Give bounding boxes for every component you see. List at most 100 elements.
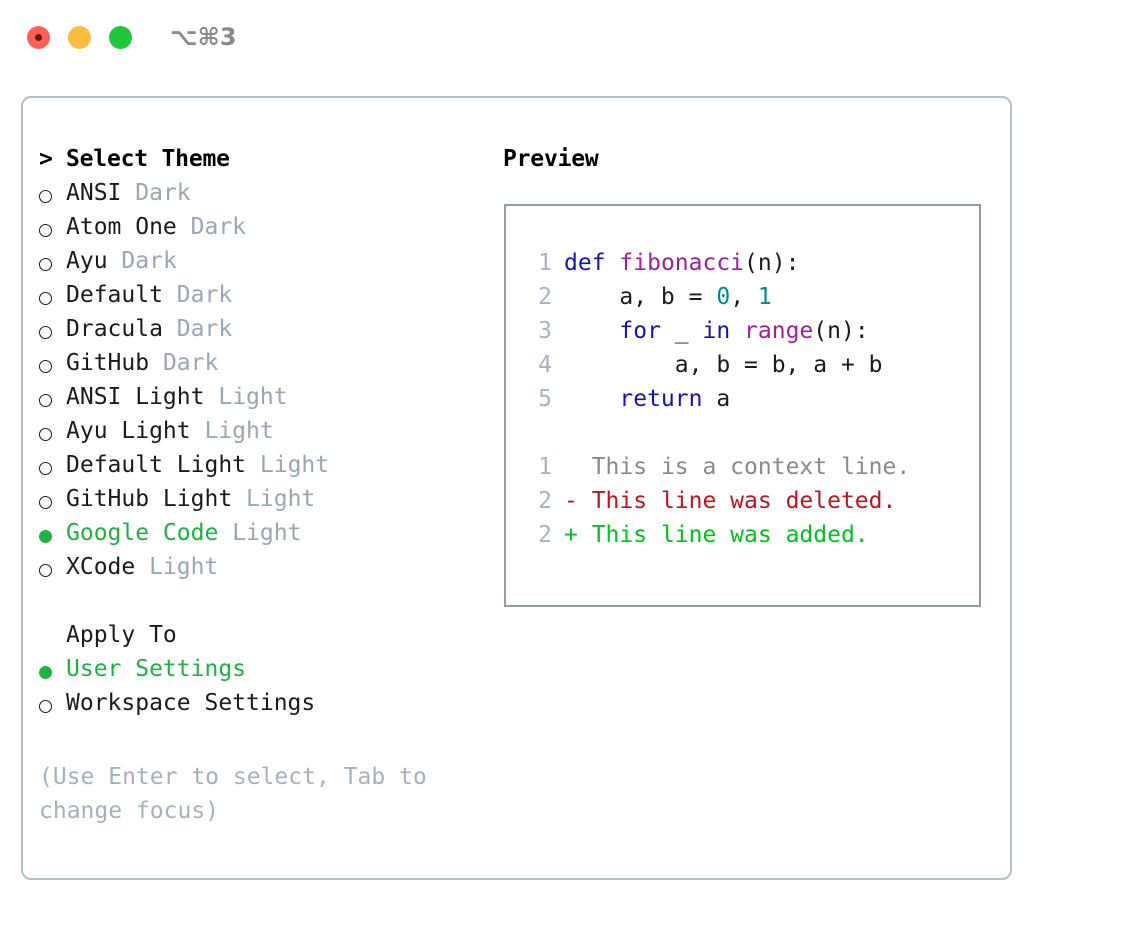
diff-sign: - <box>564 488 578 514</box>
theme-label-spacer <box>108 248 122 274</box>
diff-line-number: 2 <box>538 522 552 548</box>
code-line-number: 5 <box>538 386 552 412</box>
theme-label-spacer <box>191 418 205 444</box>
code-token-plain: a <box>702 386 731 412</box>
close-button[interactable] <box>27 26 50 49</box>
theme-label-spacer <box>121 180 135 206</box>
code-token-kw: in <box>702 318 731 344</box>
apply-to-option[interactable]: User Settings <box>39 656 509 690</box>
theme-picker-header-label: Select Theme <box>66 146 230 172</box>
theme-kind-label: Light <box>259 452 330 478</box>
theme-kind-label: Light <box>204 418 274 444</box>
theme-name-label: GitHub Light <box>66 486 233 512</box>
theme-name-label: GitHub <box>66 350 150 376</box>
theme-kind-label: Dark <box>162 350 219 376</box>
diff-line: 1 This is a context line. <box>522 454 910 488</box>
theme-label-spacer <box>149 350 163 376</box>
code-line-number: 1 <box>538 250 552 276</box>
apply-to-option-label: Workspace Settings <box>66 690 316 716</box>
theme-label-spacer <box>232 486 246 512</box>
theme-list-item[interactable]: ANSI Light Light <box>39 384 509 418</box>
diff-line-number: 2 <box>538 488 552 514</box>
diff-text: This line was deleted. <box>577 488 897 514</box>
maximize-button[interactable] <box>109 26 132 49</box>
radio-selected-icon-fill <box>39 530 52 543</box>
theme-name-label: ANSI <box>66 180 122 206</box>
radio-unselected-icon-ring <box>39 496 52 509</box>
theme-list-item[interactable]: Ayu Dark <box>39 248 509 282</box>
theme-label-spacer <box>246 452 260 478</box>
theme-name-label: Default Light <box>66 452 247 478</box>
theme-kind-label: Dark <box>190 214 247 240</box>
code-token-fn: range <box>744 318 814 344</box>
radio-unselected-icon-ring <box>39 258 52 271</box>
theme-list-item[interactable]: Default Light Light <box>39 452 509 486</box>
apply-to-option-label: User Settings <box>66 656 247 682</box>
minimize-button[interactable] <box>68 26 91 49</box>
theme-list-item[interactable]: Ayu Light Light <box>39 418 509 452</box>
radio-unselected-icon-ring <box>39 360 52 373</box>
theme-name-label: Atom One <box>66 214 177 240</box>
theme-label-spacer <box>177 214 191 240</box>
theme-list-item[interactable]: Dracula Dark <box>39 316 509 350</box>
theme-list-item[interactable]: XCode Light <box>39 554 509 588</box>
theme-list-item[interactable]: GitHub Light Light <box>39 486 509 520</box>
radio-unselected-icon-ring <box>39 462 52 475</box>
radio-selected-icon-fill <box>39 666 52 679</box>
theme-list-item[interactable]: Default Dark <box>39 282 509 316</box>
radio-unselected-icon-ring <box>39 190 52 203</box>
code-token-plain <box>564 318 619 344</box>
theme-label-spacer <box>218 520 232 546</box>
code-diff-spacer <box>522 420 910 454</box>
theme-kind-label: Light <box>149 554 219 580</box>
code-token-kw: return <box>619 386 703 412</box>
theme-picker-header: > Select Theme <box>39 146 509 180</box>
preview-section: Preview <box>503 146 1003 180</box>
radio-unselected-icon-ring <box>39 394 52 407</box>
code-line-number: 3 <box>538 318 552 344</box>
radio-unselected-icon-ring <box>39 292 52 305</box>
code-line: 3 for _ in range(n): <box>522 318 910 352</box>
theme-kind-label: Light <box>232 520 302 546</box>
radio-unselected-icon-ring <box>39 224 52 237</box>
theme-kind-label: Dark <box>176 316 233 342</box>
apply-to-header-label: Apply To <box>66 622 177 648</box>
theme-name-label: Ayu Light <box>66 418 191 444</box>
theme-label-spacer <box>163 282 177 308</box>
code-token-num: 0 <box>716 284 731 310</box>
radio-unselected-icon-ring <box>39 564 52 577</box>
radio-unselected-icon-ring <box>39 326 52 339</box>
code-token-num: 1 <box>757 284 772 310</box>
theme-list-item[interactable]: Atom One Dark <box>39 214 509 248</box>
code-token-plain <box>730 318 744 344</box>
diff-line-number: 1 <box>538 454 552 480</box>
code-token-punct: (n): <box>744 250 800 276</box>
theme-name-label: Default <box>66 282 163 308</box>
code-line: 5 return a <box>522 386 910 420</box>
theme-list-item[interactable]: Google Code Light <box>39 520 509 554</box>
theme-kind-label: Dark <box>121 248 177 274</box>
theme-list-item[interactable]: GitHub Dark <box>39 350 509 384</box>
theme-name-label: ANSI Light <box>66 384 205 410</box>
diff-sign: + <box>564 522 578 548</box>
prompt-caret-icon: > <box>39 146 53 172</box>
spacer <box>39 588 509 622</box>
theme-label-spacer <box>163 316 177 342</box>
apply-to-option[interactable]: Workspace Settings <box>39 690 509 724</box>
theme-name-label: Google Code <box>66 520 219 546</box>
diff-text: This is a context line. <box>577 454 911 480</box>
keyboard-hint: (Use Enter to select, Tab to change focu… <box>39 764 427 824</box>
code-line: 4 a, b = b, a + b <box>522 352 910 386</box>
traffic-light-buttons <box>27 26 132 49</box>
theme-list-item[interactable]: ANSI Dark <box>39 180 509 214</box>
code-token-plain <box>606 250 620 276</box>
theme-kind-label: Light <box>246 486 316 512</box>
theme-name-label: XCode <box>66 554 136 580</box>
theme-kind-label: Light <box>218 384 288 410</box>
